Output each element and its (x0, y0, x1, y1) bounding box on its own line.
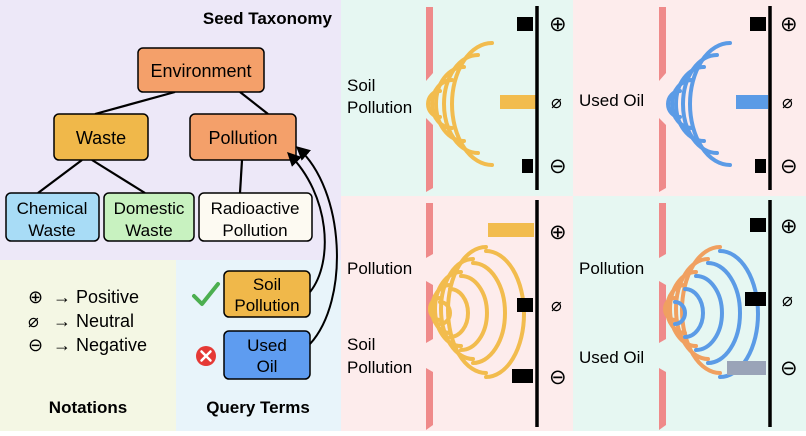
panel-pollution-soil: Pollution Soil Pollution ⊕ ⌀ ⊖ (341, 196, 573, 431)
p2-symbol-positive: ⊕ (780, 13, 798, 36)
query-title: Query Terms (206, 398, 310, 417)
p1-tick-negative (522, 159, 533, 173)
query-term1-line1: Soil (253, 275, 281, 294)
node-radioactive-label-1: Radioactive (211, 199, 300, 218)
x-circle-icon (196, 346, 216, 366)
node-environment: Environment (137, 47, 265, 93)
slit-1 (659, 203, 666, 258)
p1-tick-positive (517, 17, 533, 31)
p4-tick-neutral (745, 292, 766, 306)
slit-top (426, 7, 433, 81)
node-chemical-label-1: Chemical (17, 199, 88, 218)
p2-label: Used Oil (579, 91, 644, 110)
panel-pollution-oil: Pollution Used Oil ⊕ ⌀ ⊖ (573, 196, 806, 431)
p3-bar-positive (488, 223, 534, 237)
slit-3 (659, 368, 666, 430)
node-chemical-waste: Chemical Waste (5, 192, 100, 242)
p1-label-line1: Soil (347, 76, 375, 95)
query-term-used-oil: Used Oil (223, 330, 311, 380)
node-domestic-waste: Domestic Waste (103, 192, 195, 242)
p4-symbol-neutral: ⌀ (782, 290, 793, 310)
node-waste: Waste (53, 113, 149, 161)
p1-symbol-negative: ⊖ (549, 155, 567, 178)
p1-waves (426, 41, 494, 167)
p3-label-bottom-line1: Soil (347, 335, 375, 354)
notation-list: ⊕ → Positive ⌀ → Neutral ⊖ → Negative (28, 287, 147, 355)
p3-label-bottom-line2: Pollution (347, 358, 412, 377)
slit-2 (659, 281, 666, 343)
node-environment-label: Environment (150, 61, 251, 81)
node-pollution: Pollution (189, 113, 297, 161)
p3-symbol-positive: ⊕ (549, 221, 567, 244)
p3-tick-negative (512, 369, 533, 383)
p2-tick-positive (750, 17, 766, 31)
p2-tick-negative (755, 159, 766, 173)
p2-symbol-negative: ⊖ (780, 155, 798, 178)
p4-waves-orange (663, 245, 722, 375)
panel-used-oil: Used Oil ⊕ ⌀ ⊖ (573, 0, 806, 196)
p3-label-top: Pollution (347, 259, 412, 278)
p1-label-line2: Pollution (347, 98, 412, 117)
taxonomy-title: Seed Taxonomy (203, 9, 333, 28)
taxonomy-edges (37, 90, 269, 194)
notation-positive-symbol: ⊕ (28, 287, 43, 307)
p1-symbol-neutral: ⌀ (551, 92, 562, 112)
node-radioactive-label-2: Pollution (222, 221, 287, 240)
p2-waves (666, 41, 732, 167)
slit-1 (426, 203, 433, 258)
p3-waves-lower (438, 249, 526, 379)
p1-symbol-positive: ⊕ (549, 13, 567, 36)
notation-negative-text: → Negative (53, 335, 147, 355)
notation-neutral-text: → Neutral (53, 311, 134, 331)
slit-top (659, 7, 666, 81)
p4-tick-positive (750, 218, 766, 232)
p2-symbol-neutral: ⌀ (782, 92, 793, 112)
node-domestic-label-1: Domestic (114, 199, 185, 218)
query-term2-line2: Oil (257, 357, 278, 376)
p4-waves-blue (673, 249, 760, 379)
notation-positive-text: → Positive (53, 287, 139, 307)
p4-symbol-positive: ⊕ (780, 215, 798, 238)
notations-title: Notations (49, 398, 127, 417)
p1-bar-neutral (500, 95, 536, 109)
p4-label-top: Pollution (579, 259, 644, 278)
slit-bottom (426, 118, 433, 192)
p4-symbol-negative: ⊖ (780, 357, 798, 380)
p4-bar-negative (727, 361, 766, 375)
notations-panel (0, 260, 176, 431)
slit-3 (426, 368, 433, 430)
p3-tick-neutral (517, 298, 533, 312)
node-chemical-label-2: Waste (28, 221, 76, 240)
node-domestic-label-2: Waste (125, 221, 173, 240)
p2-bar-neutral (736, 95, 768, 109)
check-icon (192, 282, 220, 306)
node-radioactive-pollution: Radioactive Pollution (198, 192, 313, 242)
slit-bottom (659, 118, 666, 192)
node-pollution-label: Pollution (208, 128, 277, 148)
arrow-soil-to-pollution (287, 152, 326, 293)
node-waste-label: Waste (76, 128, 126, 148)
p4-label-bottom: Used Oil (579, 348, 644, 367)
notation-negative-symbol: ⊖ (28, 335, 43, 355)
panel-soil-pollution: Soil Pollution ⊕ ⌀ ⊖ (341, 0, 573, 196)
query-term1-line2: Pollution (234, 296, 299, 315)
query-term2-line1: Used (247, 336, 287, 355)
query-term-soil-pollution: Soil Pollution (223, 270, 311, 318)
notation-neutral-symbol: ⌀ (28, 311, 39, 331)
arrow-oil-to-pollution (295, 146, 338, 345)
p3-symbol-neutral: ⌀ (551, 295, 562, 315)
p3-symbol-negative: ⊖ (549, 366, 567, 389)
